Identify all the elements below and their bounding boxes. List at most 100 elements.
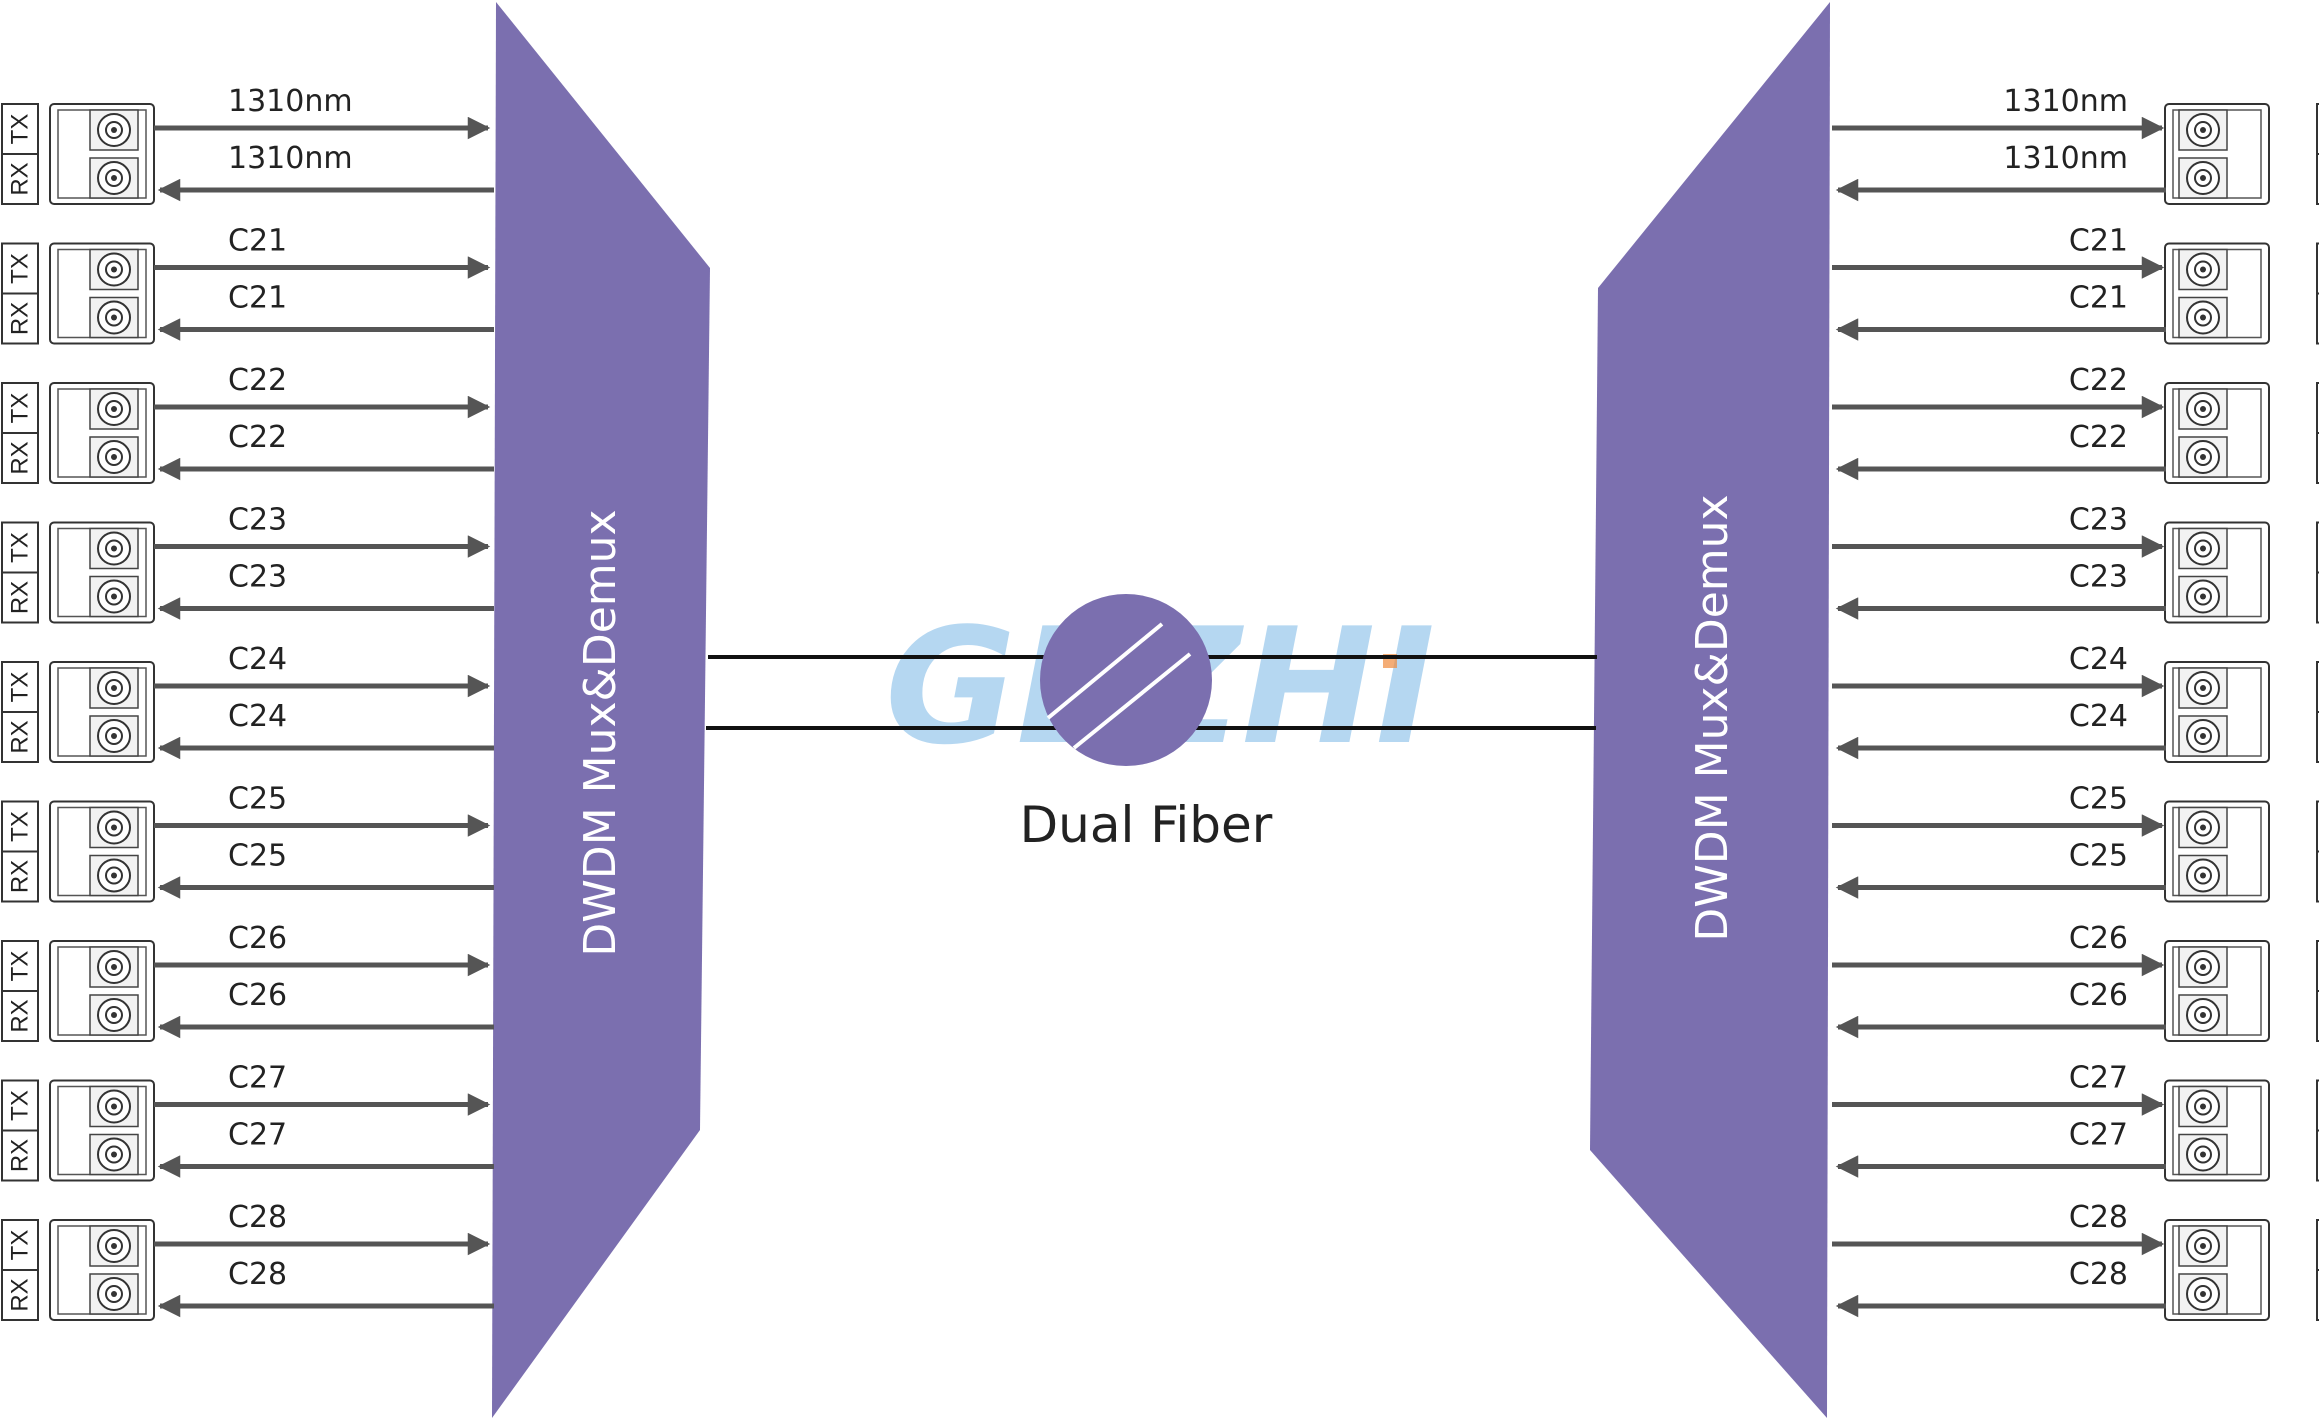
- right-tx-wavelength: C28: [2069, 1200, 2128, 1235]
- left-port-label-top: TX: [7, 532, 34, 563]
- right-tx-wavelength: C24: [2069, 642, 2128, 677]
- right-rx-wavelength: C24: [2069, 699, 2128, 734]
- left-channel-group: TXRX1310nm1310nmTXRXC21C21TXRXC22C22TXRX…: [1, 84, 494, 1321]
- right-tx-wavelength: 1310nm: [2003, 84, 2128, 119]
- left-port-label-top: TX: [7, 114, 34, 145]
- left-port-label-top: TX: [7, 253, 34, 284]
- left-rx-wavelength: C21: [228, 281, 287, 316]
- left-transceiver-6: TX RX: [1, 940, 155, 1042]
- left-rx-wavelength: C25: [228, 839, 287, 874]
- right-channel-group: RXTX1310nm1310nmRXTXC21C21RXTXC22C22RXTX…: [1832, 84, 2319, 1321]
- right-tx-wavelength: C27: [2069, 1061, 2128, 1096]
- right-channel-5: RXTXC25C25: [1832, 782, 2319, 903]
- right-tx-wavelength: C26: [2069, 921, 2128, 956]
- left-tx-wavelength: C22: [228, 363, 287, 398]
- left-transceiver-1: TX RX: [1, 242, 155, 345]
- left-port-label-top: TX: [7, 672, 34, 703]
- left-port-label-top: TX: [7, 1230, 34, 1261]
- left-channel-0: TX RX 1310nm 1310nm: [1, 84, 494, 205]
- left-port-label-bottom: RX: [7, 1139, 34, 1172]
- right-rx-wavelength: C22: [2069, 420, 2128, 455]
- right-transceiver-7: RXTX: [2164, 1079, 2319, 1182]
- left-port-label-bottom: RX: [7, 720, 34, 753]
- right-rx-wavelength: 1310nm: [2003, 141, 2128, 176]
- right-rx-wavelength: C28: [2069, 1257, 2128, 1292]
- fiber-circle: [1040, 594, 1212, 766]
- right-tx-wavelength: C21: [2069, 224, 2128, 259]
- left-tx-wavelength: C26: [228, 921, 287, 956]
- right-channel-0: RXTX 1310nm 1310nm: [1832, 84, 2319, 205]
- right-channel-2: RXTXC22C22: [1832, 363, 2319, 484]
- right-rx-wavelength: C21: [2069, 281, 2128, 316]
- right-channel-8: RXTXC28C28: [1832, 1200, 2319, 1321]
- left-tx-wavelength: C28: [228, 1200, 287, 1235]
- left-transceiver-7: TX RX: [1, 1079, 155, 1182]
- right-transceiver-0: RXTX: [2164, 103, 2319, 205]
- right-rx-wavelength: C27: [2069, 1118, 2128, 1153]
- left-transceiver-8: TX RX: [1, 1219, 155, 1321]
- right-rx-wavelength: C26: [2069, 978, 2128, 1013]
- left-transceiver-0: TX RX: [1, 103, 155, 205]
- right-transceiver-4: RXTX: [2164, 661, 2319, 763]
- left-tx-wavelength: C24: [228, 642, 287, 677]
- left-rx-wavelength: C23: [228, 560, 287, 595]
- left-port-label-bottom: RX: [7, 302, 34, 335]
- right-tx-wavelength: C23: [2069, 503, 2128, 538]
- left-port-label-bottom: RX: [7, 581, 34, 614]
- left-tx-wavelength: 1310nm: [228, 84, 353, 119]
- fiber-slash-1: [1046, 622, 1164, 720]
- right-transceiver-2: RXTX: [2164, 382, 2319, 484]
- left-port-label-bottom: RX: [7, 441, 34, 474]
- left-transceiver-4: TX RX: [1, 661, 155, 763]
- left-rx-wavelength: C24: [228, 699, 287, 734]
- left-transceiver-2: TX RX: [1, 382, 155, 484]
- right-transceiver-6: RXTX: [2164, 940, 2319, 1042]
- left-rx-wavelength: C27: [228, 1118, 287, 1153]
- right-rx-wavelength: C25: [2069, 839, 2128, 874]
- right-channel-1: RXTXC21C21: [1832, 224, 2319, 345]
- left-transceiver-3: TX RX: [1, 521, 155, 624]
- left-port-label-top: TX: [7, 1090, 34, 1121]
- left-port-label-bottom: RX: [7, 1278, 34, 1311]
- left-transceiver-5: TX RX: [1, 800, 155, 903]
- right-channel-4: RXTXC24C24: [1832, 642, 2319, 763]
- right-mux-demux: [1590, 2, 1830, 1418]
- left-tx-wavelength: C21: [228, 224, 287, 259]
- right-channel-3: RXTXC23C23: [1832, 503, 2319, 624]
- right-rx-wavelength: C23: [2069, 560, 2128, 595]
- left-rx-wavelength: C28: [228, 1257, 287, 1292]
- left-tx-wavelength: C23: [228, 503, 287, 538]
- right-channel-7: RXTXC27C27: [1832, 1061, 2319, 1182]
- right-mux-label: DWDM Mux&Demux: [1687, 494, 1738, 941]
- fiber-label: Dual Fiber: [1020, 796, 1273, 854]
- left-port-label-bottom: RX: [7, 162, 34, 195]
- left-rx-wavelength: C26: [228, 978, 287, 1013]
- left-port-label-top: TX: [7, 393, 34, 424]
- right-transceiver-8: RXTX: [2164, 1219, 2319, 1321]
- left-mux-demux: [492, 2, 710, 1418]
- left-rx-wavelength: 1310nm: [228, 141, 353, 176]
- left-port-label-top: TX: [7, 811, 34, 842]
- left-port-label-top: TX: [7, 951, 34, 982]
- left-port-label-bottom: RX: [7, 999, 34, 1032]
- right-transceiver-5: RXTX: [2164, 800, 2319, 903]
- fiber-slash-2: [1072, 652, 1192, 750]
- right-tx-wavelength: C22: [2069, 363, 2128, 398]
- left-port-label-bottom: RX: [7, 860, 34, 893]
- left-tx-wavelength: C25: [228, 782, 287, 817]
- left-tx-wavelength: C27: [228, 1061, 287, 1096]
- right-tx-wavelength: C25: [2069, 782, 2128, 817]
- right-transceiver-1: RXTX: [2164, 242, 2319, 345]
- left-rx-wavelength: C22: [228, 420, 287, 455]
- right-transceiver-3: RXTX: [2164, 521, 2319, 624]
- left-mux-label: DWDM Mux&Demux: [575, 509, 626, 956]
- right-channel-6: RXTXC26C26: [1832, 921, 2319, 1042]
